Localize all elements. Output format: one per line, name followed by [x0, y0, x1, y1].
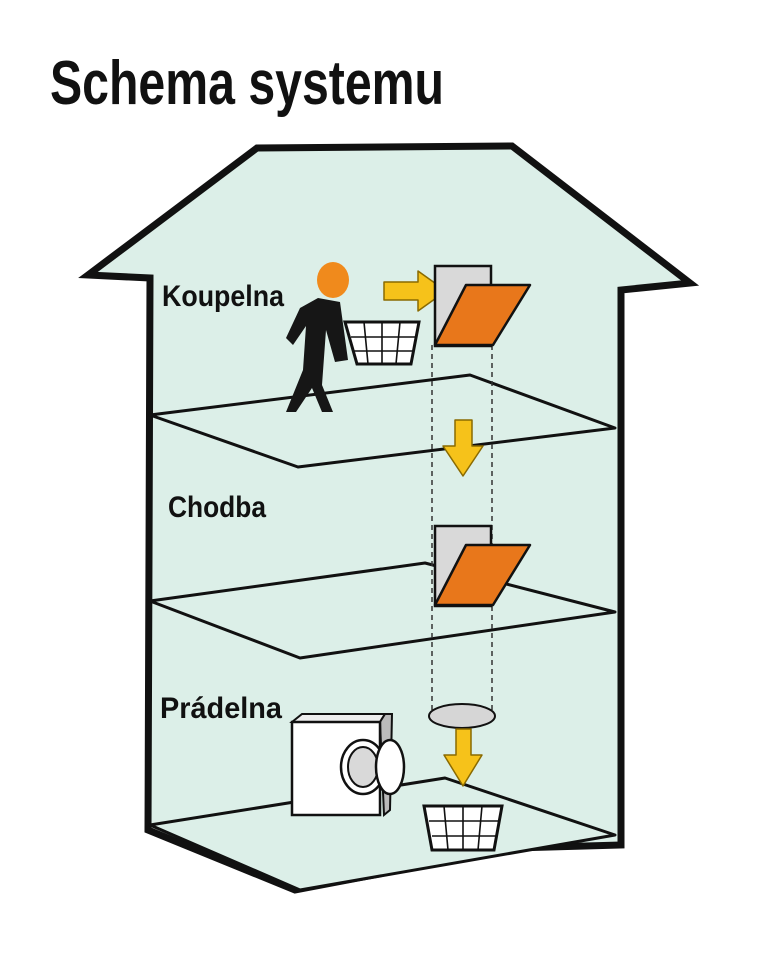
laundry-basket-icon [422, 804, 504, 852]
floor-label-chodba: Chodba [168, 491, 266, 524]
chute-hatch-icon [433, 524, 532, 608]
floor-slab-top [148, 373, 617, 469]
person-icon [286, 262, 349, 412]
chute-outlet [428, 703, 496, 729]
arrow-down-icon [443, 728, 483, 787]
floor-label-koupelna: Koupelna [162, 280, 284, 313]
laundry-basket-icon [343, 320, 421, 366]
house-outline [78, 142, 700, 894]
chute-hatch-icon [433, 264, 532, 348]
arrow-down-icon [442, 419, 484, 477]
floor-label-pradelna: Prádelna [160, 692, 282, 725]
page-title: Schema systemu [50, 49, 444, 118]
arrow-right-icon [383, 270, 447, 312]
washing-machine-icon [289, 713, 406, 818]
